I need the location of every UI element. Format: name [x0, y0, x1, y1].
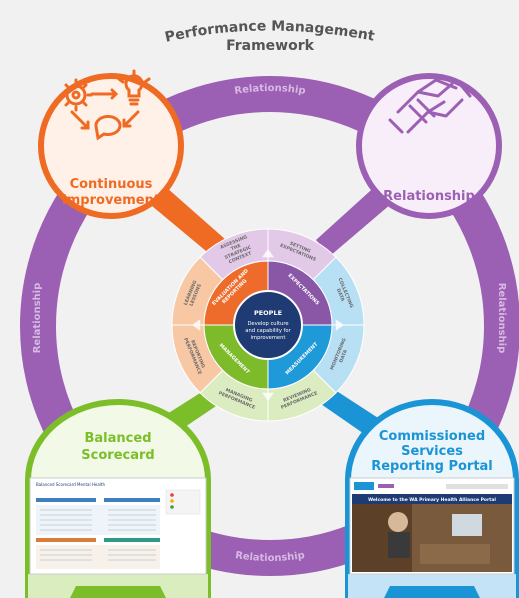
ring-label-top: Relationship	[234, 83, 307, 97]
reporting-portal-label-line2: Services	[401, 444, 463, 459]
cycle-arrow-icon	[262, 249, 274, 258]
relationship-node-label: Relationship	[383, 189, 475, 204]
people-description-line: improvement	[251, 335, 286, 341]
hands-together-icon	[388, 78, 472, 134]
portal-banner-text: Welcome to the WA Primary Health Allianc…	[368, 497, 496, 503]
scorecard-stand	[70, 586, 166, 598]
connector-purple	[316, 182, 398, 256]
cycle-arrow-icon	[335, 319, 344, 331]
ring-label-left: Relationship	[32, 283, 43, 354]
scorecard-doc-title: Balanced Scorecard Mental Health	[36, 482, 105, 487]
scorecard-document-thumbnail: Balanced Scorecard Mental Health	[29, 477, 207, 575]
portal-stand	[384, 586, 480, 598]
people-description-line: Develop culture	[247, 321, 288, 327]
performance-wheel: LEARNINGLESSONSASSESSINGTHESTRATEGICCONT…	[171, 228, 365, 422]
cycle-arrow-icon	[192, 319, 201, 331]
reporting-portal-label-line1: Commissioned	[379, 429, 485, 444]
people-title: PEOPLE	[254, 309, 282, 317]
portal-screenshot-thumbnail: Welcome to the WA Primary Health Allianc…	[349, 477, 515, 575]
reporting-portal-label-line3: Reporting Portal	[371, 459, 493, 474]
ring-label-right: Relationship	[496, 283, 507, 354]
people-description-line: and capability for	[245, 328, 291, 334]
continuous-improvement-label-line2: Improvement	[62, 193, 160, 208]
ring-label-bottom: Relationship	[234, 550, 305, 564]
continuous-improvement-label-line1: Continuous	[70, 177, 153, 192]
improvement-cycle-icon	[59, 69, 151, 141]
people-center	[233, 290, 303, 360]
relationship-ring	[20, 76, 519, 576]
balanced-scorecard-label-line2: Scorecard	[81, 448, 154, 463]
connector-orange	[140, 180, 226, 256]
balanced-scorecard-label-line1: Balanced	[85, 431, 152, 446]
framework-title-line2: Framework	[226, 38, 315, 54]
cycle-arrow-icon	[262, 392, 274, 401]
relationship-node	[356, 73, 502, 219]
